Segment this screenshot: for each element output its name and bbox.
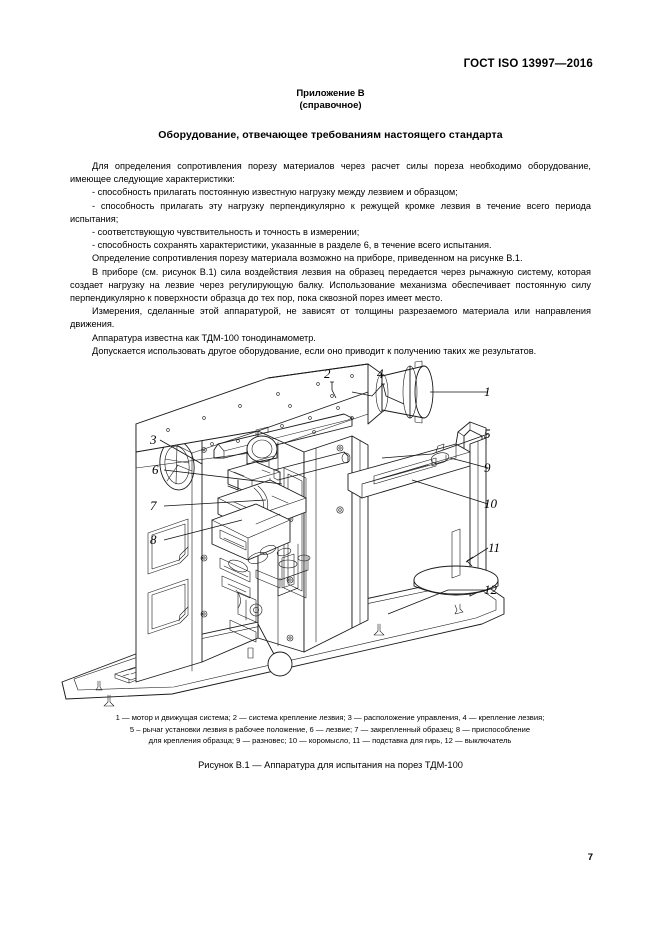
callout-12: 12	[484, 582, 498, 597]
annex-subtitle-text: (справочное)	[299, 100, 362, 111]
legend-line-2: 5 – рычаг установки лезвия в рабочее пол…	[129, 724, 531, 734]
paragraph-measurements: Измерения, сделанные этой аппаратурой, н…	[70, 306, 591, 330]
paragraph-intro: Для определения сопротивления порезу мат…	[70, 161, 591, 185]
balance-beam-assembly	[347, 421, 499, 597]
paragraph-alternative: Допускается использовать другое оборудов…	[92, 345, 537, 356]
callout-leaders	[159, 381, 489, 615]
callout-1: 1	[484, 384, 491, 399]
callout-labels: 1 2 3 4 5 6 7 8 9 10 11 12	[149, 366, 500, 597]
callout-7: 7	[150, 498, 157, 513]
callout-8: 8	[150, 532, 157, 547]
bullet-item-1: - способность прилагать постоянную извес…	[92, 187, 458, 198]
standard-header: ГОСТ ISO 13997—2016	[463, 58, 593, 70]
paragraph-determination: Определение сопротивления порезу материа…	[92, 253, 523, 264]
callout-9: 9	[484, 460, 491, 475]
sample-stage	[211, 479, 311, 643]
callout-6: 6	[152, 462, 159, 477]
figure-illustration: 1 2 3 4 5 6 7 8 9 10 11 12	[52, 352, 612, 707]
bullet-item-3: - соответствующую чувствительность и точ…	[92, 227, 360, 238]
counterweight	[430, 443, 450, 467]
paragraph-device: В приборе (см. рисунок В.1) сила воздейс…	[70, 266, 591, 304]
page-number: 7	[587, 852, 593, 863]
callout-11: 11	[488, 540, 500, 555]
bullet-item-2: - способность прилагать эту нагрузку пер…	[70, 200, 591, 224]
figure-legend: 1 — мотор и движущая система; 2 — систем…	[56, 712, 604, 747]
paragraph-apparatus-name: Аппаратура известна как ТДМ-100 тонодина…	[92, 332, 316, 343]
callout-3: 3	[149, 432, 157, 447]
body-text: Для определения сопротивления порезу мат…	[70, 160, 591, 358]
callout-2: 2	[324, 366, 331, 381]
callout-10: 10	[484, 496, 498, 511]
bullet-item-4: - способность сохранять характеристики, …	[92, 240, 492, 251]
motor-cylinder	[375, 360, 434, 424]
page-title: Оборудование, отвечающее требованиям нас…	[158, 129, 503, 141]
annex-heading: Приложение В (справочное)	[0, 88, 661, 112]
legend-line-1: 1 — мотор и движущая система; 2 — систем…	[115, 713, 545, 722]
motor-housing	[135, 363, 383, 469]
blade-clamp	[246, 426, 278, 471]
figure-caption: Рисунок В.1 — Аппаратура для испытания н…	[198, 760, 463, 770]
power-switch	[247, 623, 293, 677]
legend-line-3: для крепления образца; 9 — разновес; 10 …	[148, 736, 512, 746]
annex-title-text: Приложение В	[296, 88, 365, 99]
weight-pan	[413, 528, 499, 596]
callout-5: 5	[484, 426, 491, 441]
callout-4: 4	[377, 366, 384, 381]
